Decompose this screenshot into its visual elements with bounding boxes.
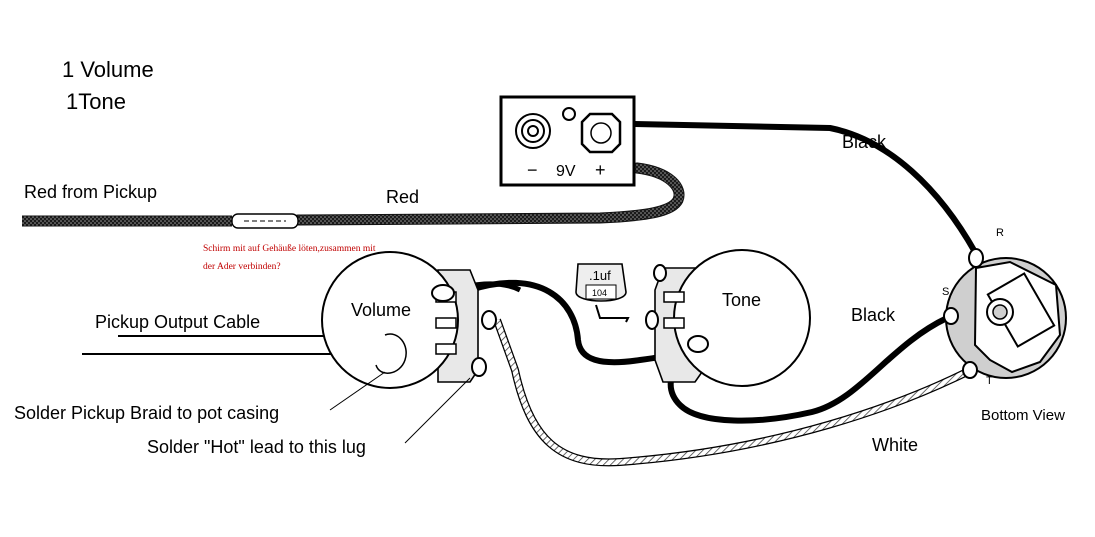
jack-tip-label: T bbox=[986, 375, 993, 387]
tone-label: Tone bbox=[722, 290, 761, 310]
title-line-2: 1Tone bbox=[66, 89, 126, 114]
title-line-1: 1 Volume bbox=[62, 57, 154, 82]
battery-plus: + bbox=[595, 160, 606, 180]
jack-sleeve-label: S bbox=[942, 286, 949, 298]
output-jack: R S T Bottom View bbox=[942, 227, 1067, 424]
tone-lug-1 bbox=[653, 264, 667, 282]
battery-minus: − bbox=[527, 160, 538, 180]
jack-ring-label: R bbox=[996, 227, 1004, 239]
jack-caption: Bottom View bbox=[981, 407, 1065, 424]
leader-hot bbox=[404, 377, 471, 444]
label-pickup-output-cable: Pickup Output Cable bbox=[95, 312, 260, 332]
black-wire-sleeve bbox=[667, 315, 950, 424]
battery-connector: − 9V + bbox=[499, 95, 636, 187]
tone-lug-3 bbox=[687, 335, 709, 353]
label-red-from-pickup: Red from Pickup bbox=[24, 182, 157, 202]
volume-lug-3 bbox=[471, 357, 487, 377]
capacitor: .1uf 104 bbox=[575, 263, 630, 323]
capacitor-code: 104 bbox=[592, 288, 607, 298]
annotation-solder-hot: Solder "Hot" lead to this lug bbox=[147, 437, 366, 457]
red-wire bbox=[22, 162, 685, 229]
jack-lug-tip bbox=[962, 361, 978, 379]
label-red: Red bbox=[386, 187, 419, 207]
annotation-solder-braid: Solder Pickup Braid to pot casing bbox=[14, 403, 279, 423]
jack-lug-sleeve bbox=[943, 307, 959, 325]
leader-braid bbox=[329, 371, 386, 411]
jack-lug-ring bbox=[968, 248, 984, 268]
capacitor-value: .1uf bbox=[589, 268, 611, 283]
volume-pot: Volume bbox=[321, 251, 497, 389]
label-black-mid: Black bbox=[851, 305, 896, 325]
note-line-2: der Ader verbinden? bbox=[203, 262, 281, 272]
tone-lug-2 bbox=[645, 310, 659, 330]
label-black-top: Black bbox=[842, 132, 887, 152]
black-wire-battery bbox=[631, 121, 978, 255]
volume-lug-2 bbox=[481, 310, 497, 330]
tone-pot: Tone bbox=[645, 249, 811, 387]
volume-label: Volume bbox=[351, 300, 411, 320]
label-white: White bbox=[872, 435, 918, 455]
note-line-1: Schirm mit auf Gehäuße löten,zusammen mi… bbox=[203, 243, 376, 254]
battery-voltage: 9V bbox=[556, 163, 576, 180]
volume-lug-1 bbox=[431, 284, 455, 302]
